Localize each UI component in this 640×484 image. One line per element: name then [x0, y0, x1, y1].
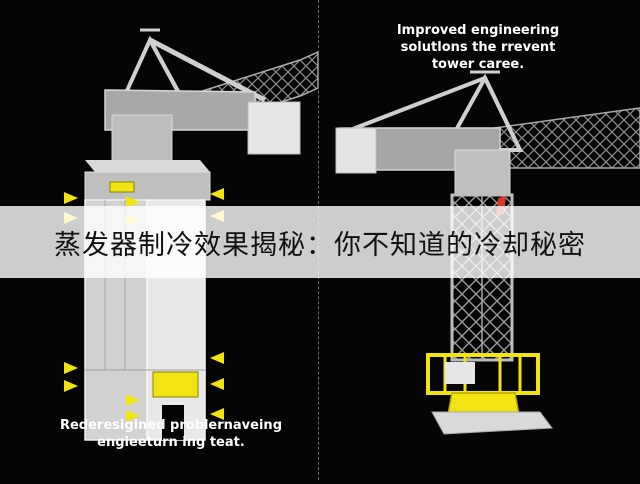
- caption-bottom-left: Rederesigined problernaveing engieeturn …: [30, 417, 312, 451]
- left-counterweight: [247, 101, 301, 155]
- caption-line: tower caree.: [431, 57, 525, 72]
- left-yellow-panel: [152, 371, 199, 398]
- caption-top-right: Improved engineering solutlons the rreve…: [372, 22, 584, 73]
- ground-plate: [431, 411, 553, 435]
- caption-line: Rederesigined problernaveing: [59, 418, 282, 433]
- banner-title: 蒸发器制冷效果揭秘：你不知道的冷却秘密: [54, 229, 586, 261]
- caption-line: Improved engineering: [396, 23, 560, 38]
- caption-line: engieeturn ing teat.: [97, 435, 245, 450]
- right-counterweight: [335, 127, 377, 174]
- title-banner: 蒸发器制冷效果揭秘：你不知道的冷却秘密: [0, 206, 640, 278]
- caption-line: solutlons the rrevent: [400, 40, 556, 55]
